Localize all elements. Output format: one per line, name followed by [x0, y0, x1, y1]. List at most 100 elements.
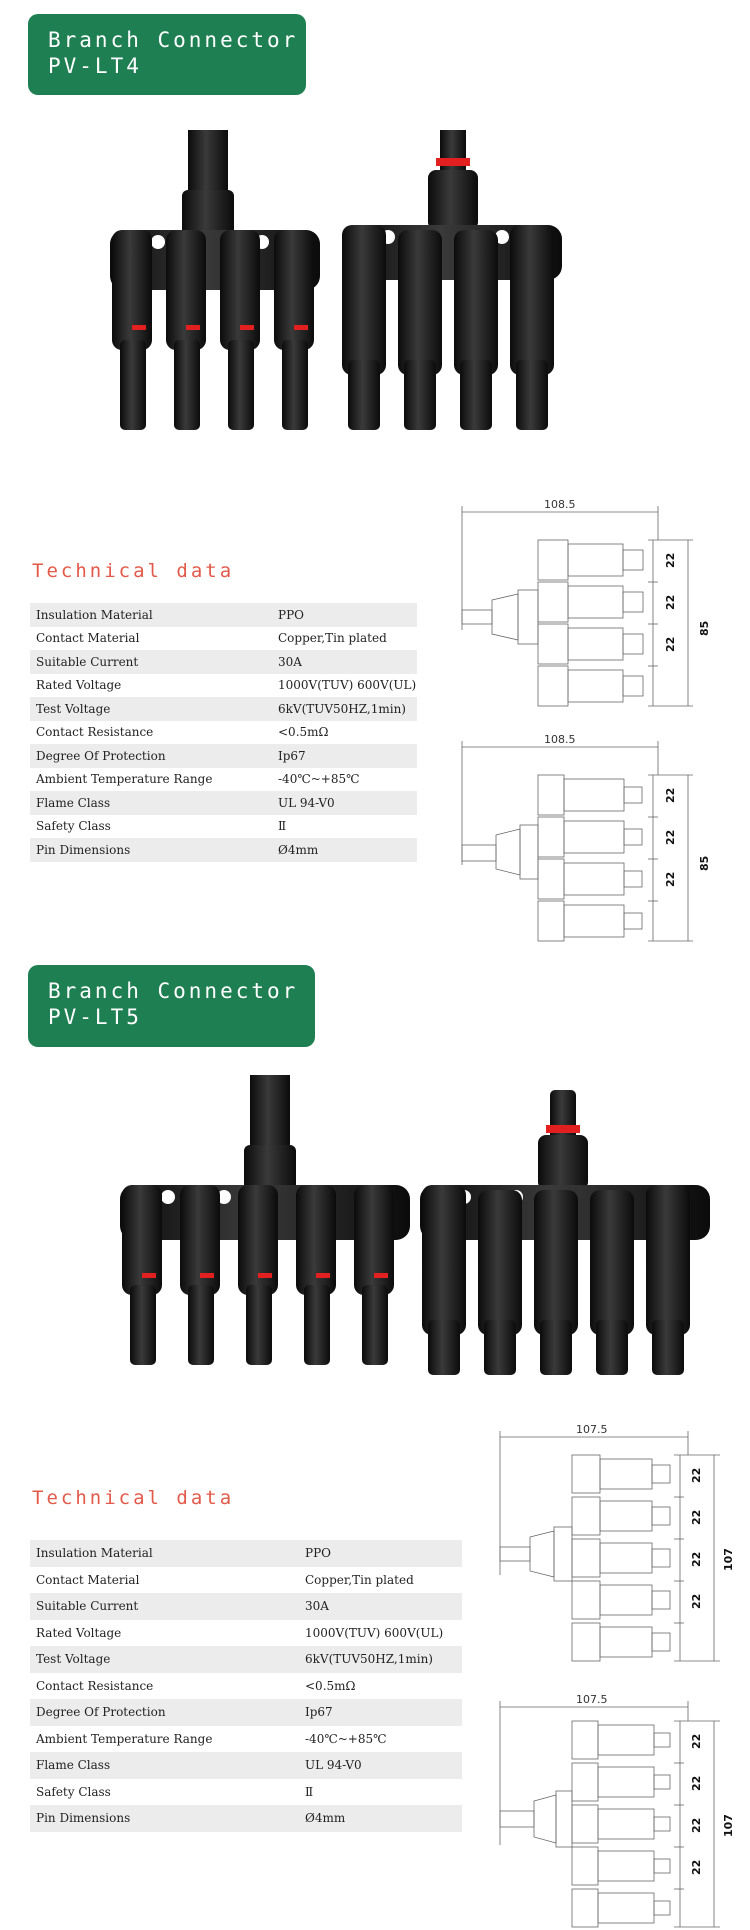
pitch-dimension: 22 — [664, 788, 677, 803]
pitch-dimension: 22 — [690, 1860, 703, 1875]
pitch-dimension: 22 — [690, 1510, 703, 1525]
pitch-dimension: 22 — [690, 1734, 703, 1749]
product-photo — [120, 1075, 720, 1405]
pitch-dimension: 22 — [690, 1776, 703, 1791]
spec-row: Contact Resistance <0.5mΩ — [30, 721, 417, 745]
connector-right — [342, 130, 562, 430]
spec-value: PPO — [305, 1546, 331, 1561]
height-dimension: 107 — [722, 1814, 735, 1837]
spec-label: Ambient Temperature Range — [36, 1731, 213, 1746]
spec-value: Ø4mm — [278, 842, 319, 857]
spec-row: Flame Class UL 94-V0 — [30, 791, 417, 815]
title-badge: Branch Connector PV-LT4 — [28, 14, 306, 95]
spec-row: Test Voltage 6kV(TUV50HZ,1min) — [30, 1646, 462, 1673]
spec-value: Copper,Tin plated — [278, 631, 387, 646]
width-dimension: 107.5 — [576, 1423, 608, 1436]
title-line-2: PV-LT5 — [48, 1005, 142, 1029]
spec-row: Contact Material Copper,Tin plated — [30, 627, 417, 651]
spec-row: Ambient Temperature Range -40℃~+85℃ — [30, 1726, 462, 1753]
connector-left — [110, 130, 320, 430]
spec-row: Flame Class UL 94-V0 — [30, 1752, 462, 1779]
pitch-dimension: 22 — [664, 830, 677, 845]
height-dimension: 85 — [698, 621, 711, 636]
spec-label: Degree Of Protection — [36, 748, 166, 763]
spec-value: Copper,Tin plated — [305, 1572, 414, 1587]
spec-label: Insulation Material — [36, 1546, 153, 1561]
spec-label: Safety Class — [36, 819, 111, 834]
spec-label: Suitable Current — [36, 1599, 139, 1614]
pitch-dimension: 22 — [664, 553, 677, 568]
spec-label: Ambient Temperature Range — [36, 772, 213, 787]
spec-row: Degree Of Protection Ip67 — [30, 744, 417, 768]
spec-row: Pin Dimensions Ø4mm — [30, 838, 417, 862]
spec-value: -40℃~+85℃ — [305, 1731, 387, 1746]
spec-row: Safety Class Ⅱ — [30, 815, 417, 839]
spec-value: Ø4mm — [305, 1811, 346, 1826]
spec-value: UL 94-V0 — [278, 795, 335, 810]
dimension-drawing-bottom: 108.5 22 22 22 85 — [448, 733, 728, 945]
spec-value: -40℃~+85℃ — [278, 772, 360, 787]
spec-label: Test Voltage — [36, 701, 111, 716]
spec-value: Ⅱ — [305, 1784, 314, 1799]
spec-value: 6kV(TUV50HZ,1min) — [278, 701, 406, 716]
section-pv-lt4: Branch Connector PV-LT4 — [0, 0, 750, 955]
spec-label: Pin Dimensions — [36, 842, 131, 857]
title-badge: Branch Connector PV-LT5 — [28, 965, 315, 1047]
spec-row: Safety Class Ⅱ — [30, 1779, 462, 1806]
title-line-1: Branch Connector — [48, 28, 299, 52]
spec-row: Contact Resistance <0.5mΩ — [30, 1673, 462, 1700]
spec-row: Test Voltage 6kV(TUV50HZ,1min) — [30, 697, 417, 721]
spec-value: Ip67 — [278, 748, 306, 763]
connector-photo-illustration — [110, 130, 562, 430]
product-photo — [110, 130, 660, 470]
spec-label: Test Voltage — [36, 1652, 111, 1667]
spec-value: UL 94-V0 — [305, 1758, 362, 1773]
spec-row: Rated Voltage 1000V(TUV) 600V(UL) — [30, 1620, 462, 1647]
spec-row: Insulation Material PPO — [30, 1540, 462, 1567]
title-line-2: PV-LT4 — [48, 54, 142, 78]
pitch-dimension: 22 — [664, 637, 677, 652]
pitch-dimension: 22 — [690, 1552, 703, 1567]
section-pv-lt5: Branch Connector PV-LT5 — [0, 955, 750, 1930]
spec-label: Insulation Material — [36, 607, 153, 622]
spec-value: <0.5mΩ — [278, 725, 329, 740]
pitch-dimension: 22 — [690, 1594, 703, 1609]
connector-photo-illustration — [120, 1075, 710, 1375]
connector-left — [120, 1075, 410, 1365]
spec-label: Flame Class — [36, 1758, 111, 1773]
width-dimension: 107.5 — [576, 1693, 608, 1706]
title-line-1: Branch Connector — [48, 979, 299, 1003]
dimension-drawing-bottom: 107.5 22 22 22 22 107 — [488, 1693, 750, 1930]
spec-row: Ambient Temperature Range -40℃~+85℃ — [30, 768, 417, 792]
pitch-dimension: 22 — [664, 872, 677, 887]
spec-value: 1000V(TUV) 600V(UL) — [278, 678, 417, 693]
connector-right — [420, 1090, 710, 1375]
height-dimension: 107 — [722, 1548, 735, 1571]
height-dimension: 85 — [698, 856, 711, 871]
pitch-dimension: 22 — [690, 1468, 703, 1483]
spec-label: Contact Material — [36, 631, 140, 646]
spec-label: Flame Class — [36, 795, 111, 810]
dimension-drawing-top: 108.5 22 22 22 85 — [448, 498, 728, 710]
spec-value: 6kV(TUV50HZ,1min) — [305, 1652, 433, 1667]
spec-label: Safety Class — [36, 1784, 111, 1799]
spec-value: <0.5mΩ — [305, 1678, 356, 1693]
spec-label: Contact Resistance — [36, 725, 154, 740]
spec-label: Contact Resistance — [36, 1678, 154, 1693]
dimension-drawing-top: 107.5 22 22 22 22 107 — [488, 1423, 750, 1670]
pitch-dimension: 22 — [690, 1818, 703, 1833]
spec-label: Rated Voltage — [36, 1625, 122, 1640]
spec-row: Contact Material Copper,Tin plated — [30, 1567, 462, 1594]
spec-value: 1000V(TUV) 600V(UL) — [305, 1625, 444, 1640]
spec-value: Ⅱ — [278, 819, 287, 834]
spec-label: Contact Material — [36, 1572, 140, 1587]
width-dimension: 108.5 — [544, 733, 576, 746]
technical-data-heading: Technical data — [32, 560, 235, 582]
